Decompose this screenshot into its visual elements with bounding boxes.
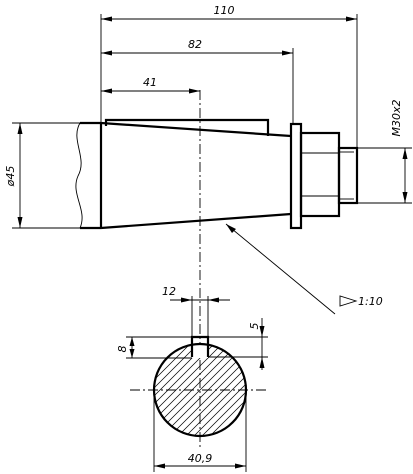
dimension-diameter: ø45	[4, 123, 23, 228]
dimension-overall-length: 110	[101, 4, 357, 22]
thread-m30x2-label: M30x2	[390, 100, 403, 137]
dimension-12-label: 12	[162, 285, 176, 298]
dimension-8-label: 8	[116, 346, 129, 353]
dimension-key-depth: 5	[208, 318, 268, 370]
extension-lines	[12, 14, 412, 229]
dimension-section-width: 40,9	[153, 392, 247, 472]
dimension-cone-length: 82	[101, 38, 293, 56]
dimension-thread: M30x2	[390, 100, 408, 203]
taper-label: 1:10	[358, 295, 383, 308]
cross-section	[130, 335, 268, 438]
dimension-key-position: 41	[101, 76, 200, 94]
dimension-5-label: 5	[248, 323, 261, 330]
diameter-45-label: ø45	[4, 166, 17, 188]
dimension-40-9-label: 40,9	[188, 452, 213, 465]
taper-leader: 1:10	[225, 223, 383, 315]
taper-symbol-icon	[339, 295, 358, 307]
dimension-110-label: 110	[214, 4, 235, 17]
dimension-82-label: 82	[188, 38, 202, 51]
dimension-key-height: 8	[116, 336, 192, 359]
shaft-main-view	[75, 118, 359, 230]
dimension-key-width: 12	[162, 285, 230, 336]
dimension-41-label: 41	[143, 76, 157, 89]
